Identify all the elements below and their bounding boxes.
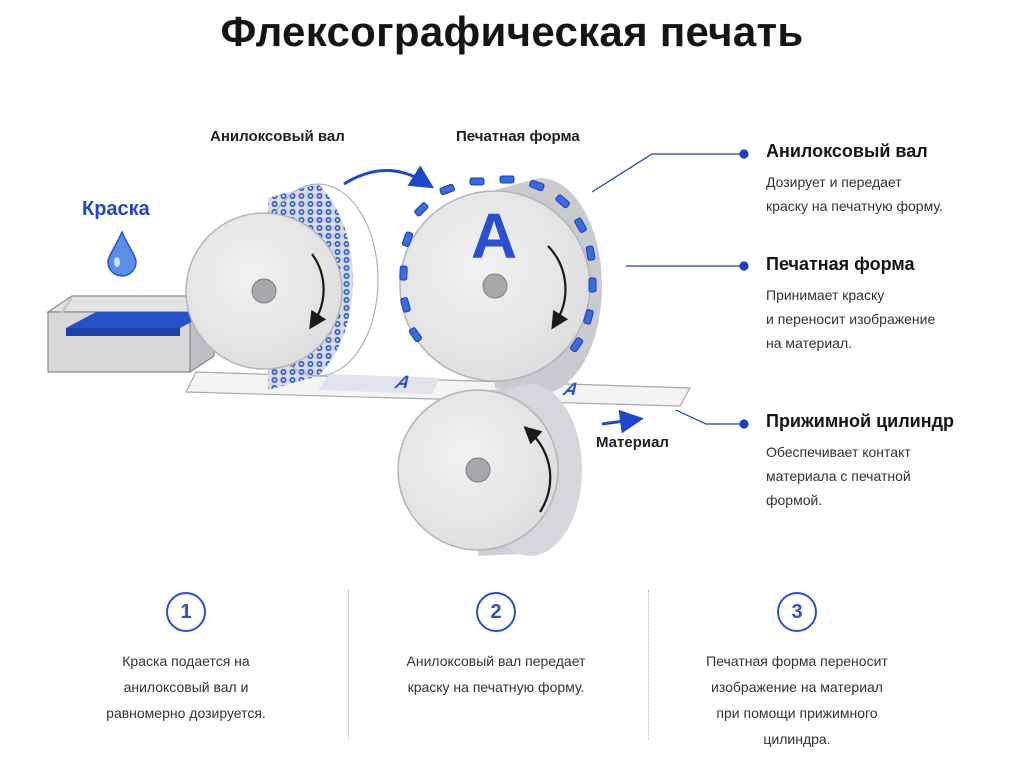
plate-label: Печатная форма	[456, 128, 580, 145]
plate-cylinder: A	[399, 175, 602, 394]
legend-anilox-text: Дозирует и передает краску на печатную ф…	[766, 174, 943, 214]
step-1: 1 Краска подается на анилоксовый вал и р…	[51, 592, 321, 726]
plate-letter: A	[471, 200, 517, 272]
ink-label: Краска	[82, 198, 150, 220]
legend-anilox-title: Анилоксовый вал	[766, 141, 928, 161]
material-direction-arrow	[601, 409, 644, 434]
anilox-label: Анилоксовый вал	[210, 128, 345, 145]
step-1-number: 1	[166, 592, 206, 632]
impression-cylinder	[397, 384, 582, 556]
legend-plate: Печатная форма Принимает краску и перено…	[766, 254, 1006, 355]
legend-anilox: Анилоксовый вал Дозирует и передает крас…	[766, 141, 1006, 218]
legend-impression: Прижимной цилиндр Обеспечивает контакт м…	[766, 411, 1006, 512]
step-2-text: Анилоксовый вал передает краску на печат…	[406, 653, 586, 695]
legend-impression-title: Прижимной цилиндр	[766, 411, 954, 431]
step-2-number: 2	[476, 592, 516, 632]
material-label: Материал	[596, 434, 669, 451]
leader-lines	[591, 149, 749, 429]
legend-plate-title: Печатная форма	[766, 254, 915, 274]
legend-plate-text: Принимает краску и переносит изображение…	[766, 287, 936, 351]
step-divider	[648, 590, 649, 740]
step-1-text: Краска подается на анилоксовый вал и рав…	[106, 653, 266, 721]
plate-dots	[399, 175, 597, 353]
ink-drop-icon	[107, 230, 137, 277]
step-3-number: 3	[777, 592, 817, 632]
step-divider	[348, 590, 349, 740]
step-3-text: Печатная форма переносит изображение на …	[706, 653, 888, 747]
anilox-roller	[185, 183, 379, 390]
rotation-arrow	[343, 165, 435, 189]
diagram-title: Флексографическая печать	[220, 8, 804, 55]
step-3: 3 Печатная форма переносит изображение н…	[662, 592, 932, 752]
step-2: 2 Анилоксовый вал передает краску на печ…	[361, 592, 631, 700]
legend-impression-text: Обеспечивает контакт материала с печатно…	[766, 444, 911, 508]
